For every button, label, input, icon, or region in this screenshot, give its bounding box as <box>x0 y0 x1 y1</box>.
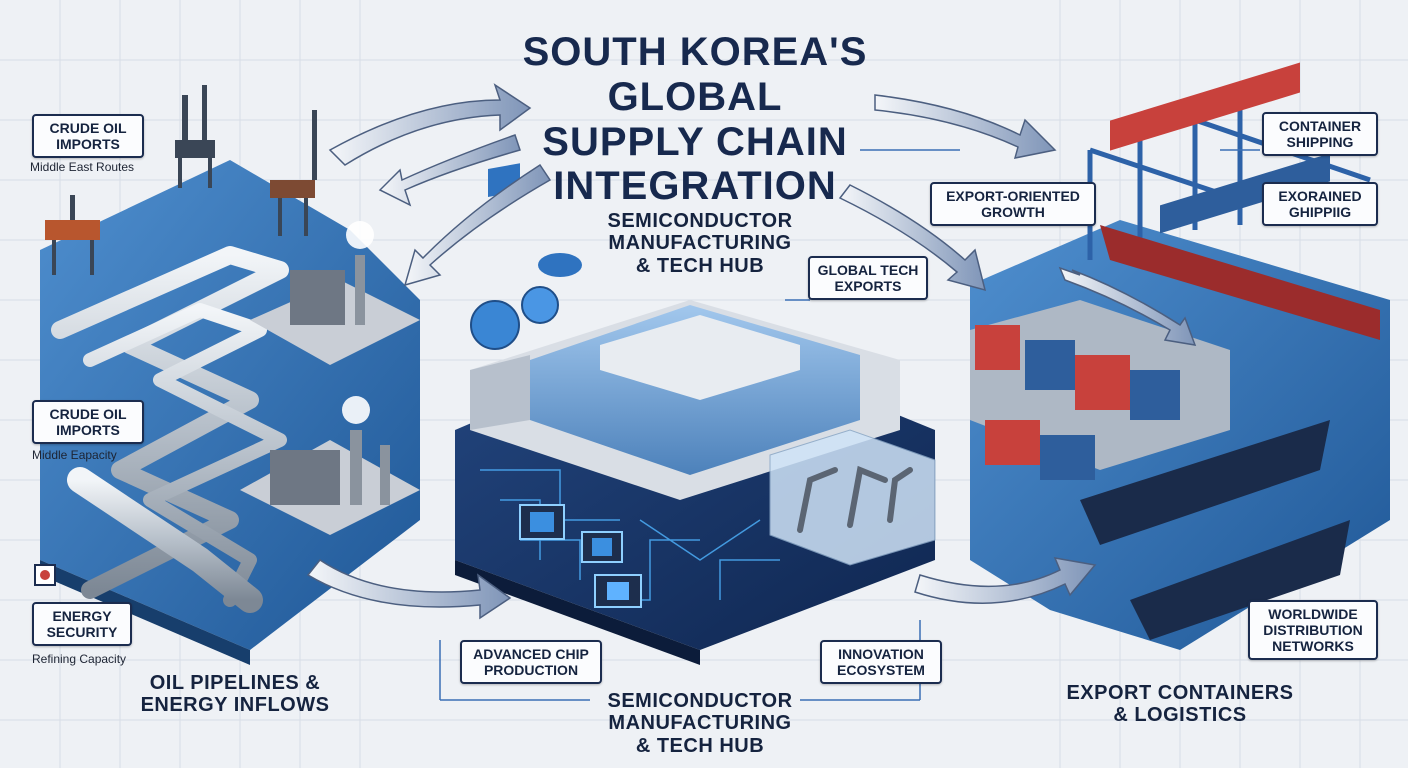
worldwide-distribution-box: WORLDWIDE DISTRIBUTION NETWORKS <box>1248 600 1378 661</box>
crude-oil-imports-mid-box: CRUDE OIL IMPORTS <box>32 400 144 445</box>
title-line-4: INTEGRATION <box>553 164 837 209</box>
exorained-ghippiig-box: EXORAINED GHIPPIIG <box>1262 182 1378 227</box>
offshore-rig-icon <box>45 85 317 275</box>
crude-oil-imports-top-box: CRUDE OIL IMPORTS <box>32 114 144 159</box>
global-tech-exports-box: GLOBAL TECH EXPORTS <box>808 256 928 301</box>
export-section-heading: EXPORT CONTAINERS & LOGISTICS <box>1066 682 1294 727</box>
chip-icon <box>519 504 642 608</box>
semiconductor-scene <box>455 163 936 665</box>
title-line-2: GLOBAL <box>607 74 783 119</box>
connector-lines <box>439 149 1260 701</box>
page-title: SOUTH KOREA'S GLOBAL SUPPLY CHAIN INTEGR… <box>505 30 885 209</box>
arrow-bottom-left <box>306 558 512 620</box>
advanced-chip-production-box: ADVANCED CHIP PRODUCTION <box>460 640 602 685</box>
middle-capacity-caption: Middle Eapacity <box>32 448 117 462</box>
flow-arrows <box>306 83 1197 620</box>
oil-section-heading: OIL PIPELINES & ENERGY INFLOWS <box>140 672 330 717</box>
arrow-logistics-loop <box>1058 266 1197 346</box>
pipeline-icon <box>51 246 289 613</box>
cargo-ship-icon <box>1080 62 1380 640</box>
energy-security-box: ENERGY SECURITY <box>32 602 132 647</box>
refining-capacity-caption: Refining Capacity <box>32 652 127 666</box>
arrow-bottom-right <box>914 557 1097 604</box>
arrow-top-left-out <box>378 134 521 207</box>
wafer-icon <box>470 163 582 350</box>
arrow-top-left-in <box>328 83 532 166</box>
arrow-top-right <box>874 94 1057 159</box>
container-shipping-box: CONTAINER SHIPPING <box>1262 112 1378 157</box>
arrow-mid-right <box>838 184 987 292</box>
title-line-3: SUPPLY CHAIN <box>542 119 848 164</box>
robot-arm-icon <box>769 429 936 566</box>
semiconductor-heading-bottom: SEMICONDUCTOR MANUFACTURING & TECH HUB <box>607 690 793 757</box>
export-oriented-growth-box: EXPORT-ORIENTED GROWTH <box>930 182 1096 227</box>
arrow-mid-left <box>403 163 552 287</box>
oil-energy-scene <box>40 85 420 665</box>
title-line-1: SOUTH KOREA'S <box>522 30 868 74</box>
middle-east-routes-caption: Middle East Routes <box>30 160 135 174</box>
semiconductor-heading-top: SEMICONDUCTOR MANUFACTURING & TECH HUB <box>607 210 793 277</box>
container-stack-icon <box>975 325 1180 480</box>
innovation-ecosystem-box: INNOVATION ECOSYSTEM <box>820 640 942 685</box>
warning-sign-icon <box>34 564 56 586</box>
refinery-icon <box>240 221 420 535</box>
logistics-scene <box>970 62 1390 650</box>
